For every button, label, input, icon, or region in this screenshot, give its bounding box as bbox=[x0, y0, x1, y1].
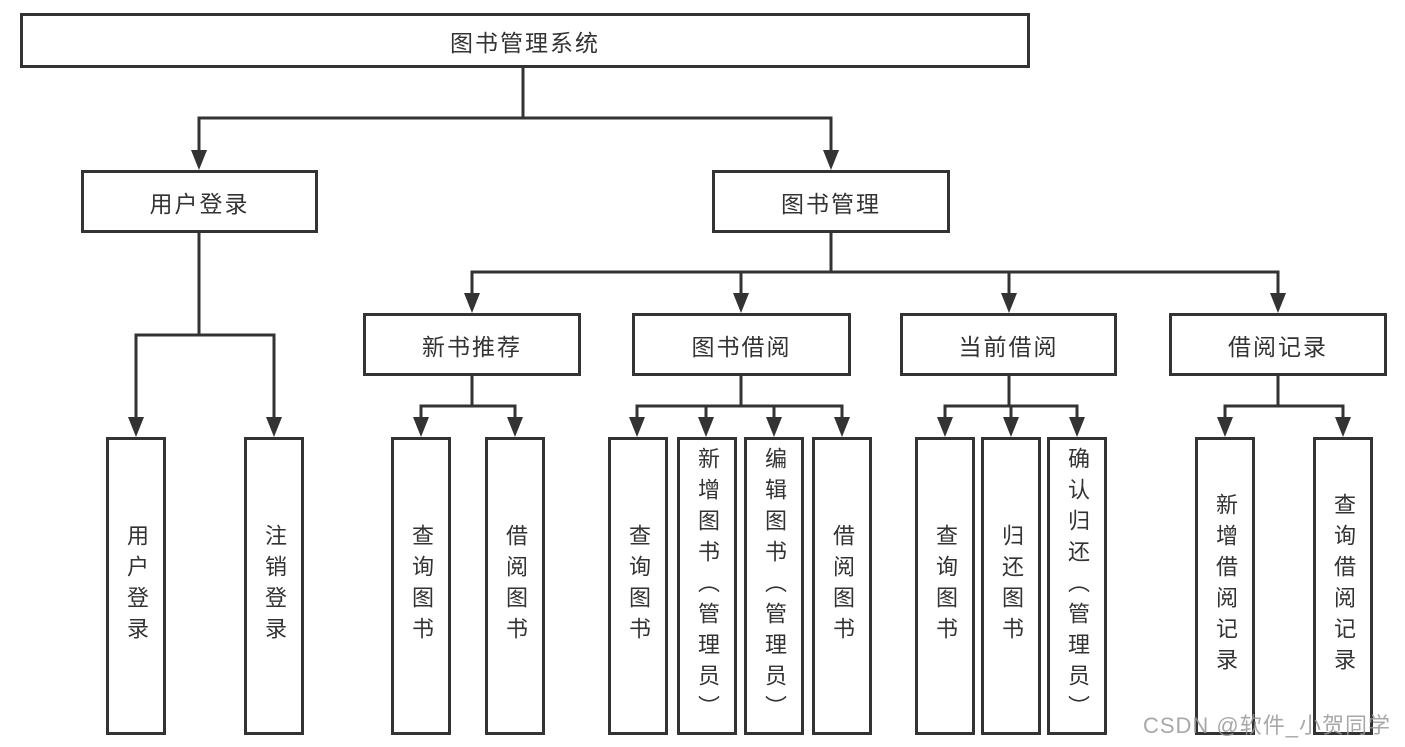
leaf-borrow-books-recommend: 借阅图书 bbox=[485, 437, 545, 735]
node-current-borrow: 当前借阅 bbox=[900, 313, 1117, 376]
leaf-user-login-label: 用户登录 bbox=[124, 524, 149, 648]
leaf-query-books-recommend-label: 查询图书 bbox=[409, 524, 434, 648]
leaf-confirm-return-admin: 确认归还（管理员） bbox=[1047, 437, 1107, 735]
leaf-logout: 注销登录 bbox=[244, 437, 304, 735]
leaf-return-books: 归还图书 bbox=[981, 437, 1041, 735]
node-borrow-records: 借阅记录 bbox=[1169, 313, 1387, 376]
leaf-borrow-books: 借阅图书 bbox=[812, 437, 872, 735]
leaf-add-books-admin: 新增图书（管理员） bbox=[677, 437, 737, 735]
leaf-borrow-books-label: 借阅图书 bbox=[830, 524, 855, 648]
leaf-query-books-current: 查询图书 bbox=[915, 437, 975, 735]
node-system-root: 图书管理系统 bbox=[20, 13, 1030, 68]
leaf-query-borrow-record: 查询借阅记录 bbox=[1313, 437, 1373, 735]
leaf-query-books-current-label: 查询图书 bbox=[933, 524, 958, 648]
leaf-add-borrow-record: 新增借阅记录 bbox=[1195, 437, 1255, 735]
leaf-query-borrow-record-label: 查询借阅记录 bbox=[1331, 493, 1356, 679]
leaf-return-books-label: 归还图书 bbox=[999, 524, 1024, 648]
node-new-book-recommend: 新书推荐 bbox=[363, 313, 581, 376]
leaf-confirm-return-admin-label: 确认归还（管理员） bbox=[1065, 446, 1090, 726]
leaf-user-login: 用户登录 bbox=[106, 437, 166, 735]
leaf-logout-label: 注销登录 bbox=[262, 524, 287, 648]
leaf-add-borrow-record-label: 新增借阅记录 bbox=[1213, 493, 1238, 679]
leaf-add-books-admin-label: 新增图书（管理员） bbox=[695, 446, 720, 726]
leaf-edit-books-admin: 编辑图书（管理员） bbox=[744, 437, 804, 735]
node-user-login: 用户登录 bbox=[81, 170, 318, 233]
node-book-management: 图书管理 bbox=[712, 170, 950, 233]
leaf-query-books-borrow-label: 查询图书 bbox=[626, 524, 651, 648]
leaf-edit-books-admin-label: 编辑图书（管理员） bbox=[762, 446, 787, 726]
leaf-query-books-borrow: 查询图书 bbox=[608, 437, 668, 735]
leaf-borrow-books-recommend-label: 借阅图书 bbox=[503, 524, 528, 648]
leaf-query-books-recommend: 查询图书 bbox=[391, 437, 451, 735]
node-book-borrow: 图书借阅 bbox=[632, 313, 851, 376]
csdn-watermark: CSDN @软件_小贺同学 bbox=[1142, 713, 1391, 738]
